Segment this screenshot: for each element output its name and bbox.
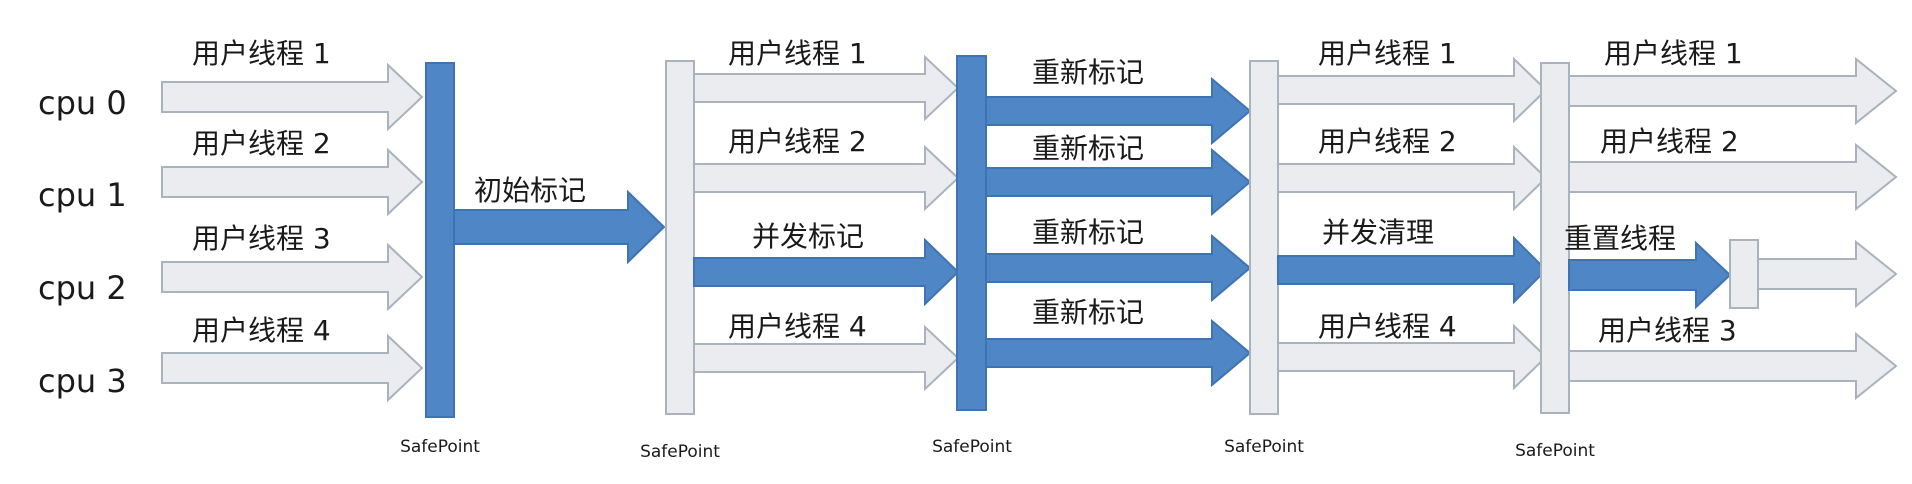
- thread-arrow: [161, 147, 424, 217]
- task-label: 初始标记: [474, 174, 586, 207]
- thread-arrow: [693, 324, 960, 392]
- safepoint-label: SafePoint: [1224, 437, 1304, 457]
- thread-label: 用户线程 4: [192, 314, 331, 347]
- thread-label: 用户线程 1: [728, 37, 867, 70]
- stage5-arrows: 用户线程 1 用户线程 2 并发清理 用户线程 4: [1277, 37, 1548, 391]
- task-label: 重新标记: [1032, 216, 1144, 249]
- thread-arrow: [161, 242, 424, 312]
- cpu-labels: cpu 0 cpu 1 cpu 2 cpu 3: [38, 84, 127, 400]
- safepoint-label: SafePoint: [1515, 441, 1595, 461]
- thread-arrow: [1757, 239, 1898, 309]
- thread-label: 用户线程 2: [1600, 125, 1739, 158]
- task-arrow: [985, 147, 1252, 217]
- safepoint-label: SafePoint: [400, 437, 480, 457]
- thread-label: 用户线程 2: [1318, 125, 1457, 158]
- task-arrow: [1277, 235, 1548, 305]
- thread-arrow: [693, 54, 960, 122]
- safepoint-bar: [665, 60, 695, 415]
- task-label: 重新标记: [1032, 132, 1144, 165]
- stage6-arrows: 用户线程 1 用户线程 2 重置线程 用户线程 3: [1564, 37, 1898, 401]
- thread-arrow: [1568, 142, 1898, 212]
- stage4-arrows: 重新标记 重新标记 重新标记 重新标记: [985, 56, 1252, 388]
- task-label: 重新标记: [1032, 56, 1144, 89]
- task-label: 重新标记: [1032, 296, 1144, 329]
- thread-label: 用户线程 1: [192, 37, 331, 70]
- thread-label: 用户线程 3: [192, 222, 331, 255]
- small-safepoint-box: [1729, 239, 1759, 309]
- safepoint-label: SafePoint: [640, 442, 720, 462]
- thread-label: 用户线程 4: [728, 310, 867, 343]
- thread-label: 用户线程 2: [192, 127, 331, 160]
- cpu-label-0: cpu 0: [38, 84, 127, 122]
- task-arrow: [985, 233, 1252, 303]
- thread-label: 用户线程 1: [1604, 37, 1743, 70]
- thread-arrow: [693, 144, 960, 212]
- thread-label: 用户线程 4: [1318, 310, 1457, 343]
- task-arrow: [693, 237, 960, 307]
- task-arrow: [1568, 240, 1732, 310]
- thread-arrow: [1277, 56, 1548, 124]
- cpu-label-2: cpu 2: [38, 269, 127, 307]
- thread-label: 用户线程 2: [728, 125, 867, 158]
- safepoint-bar: [956, 55, 987, 411]
- thread-arrow: [161, 333, 424, 403]
- safepoint-bar: [1249, 60, 1279, 415]
- task-label: 并发清理: [1322, 216, 1434, 249]
- thread-arrow: [161, 62, 424, 132]
- task-label: 并发标记: [752, 220, 864, 253]
- thread-arrow: [1277, 323, 1548, 391]
- safepoint-label: SafePoint: [932, 437, 1012, 457]
- cpu-label-3: cpu 3: [38, 362, 127, 400]
- thread-arrow: [1277, 144, 1548, 212]
- thread-arrow: [1568, 56, 1898, 126]
- stage3-arrows: 用户线程 1 用户线程 2 并发标记 用户线程 4: [693, 37, 960, 392]
- thread-arrow: [1568, 331, 1898, 401]
- safepoint-bar: [425, 62, 455, 418]
- task-arrow: [985, 76, 1252, 146]
- task-arrow: [453, 189, 666, 265]
- thread-label: 用户线程 1: [1318, 37, 1457, 70]
- task-label: 重置线程: [1564, 222, 1676, 255]
- safepoint-bar: [1540, 62, 1570, 414]
- task-arrow: [985, 318, 1252, 388]
- stage1-threads: 用户线程 1 用户线程 2 用户线程 3 用户线程 4: [161, 37, 424, 403]
- thread-label: 用户线程 3: [1598, 314, 1737, 347]
- cpu-label-1: cpu 1: [38, 176, 127, 214]
